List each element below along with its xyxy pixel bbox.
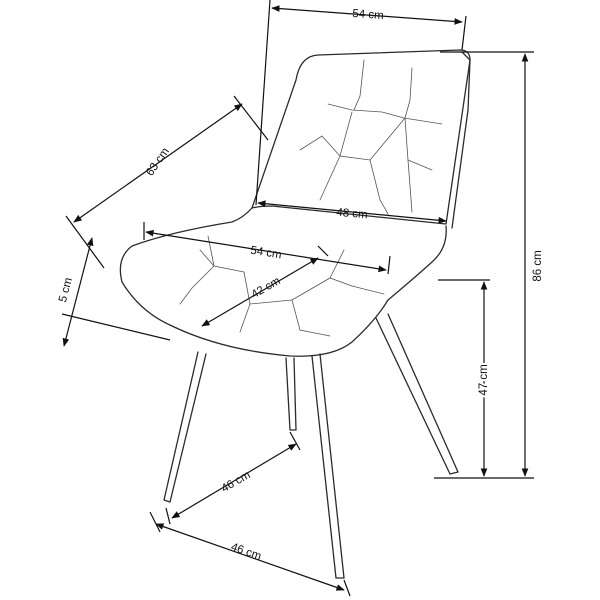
dimension-annotations: 54 cm 63 cm 48 cm 54 cm 42 cm: [57, 0, 544, 597]
dim-leg-span-side: 46 cm: [165, 431, 301, 525]
dim-overall-height: 86 cm: [434, 51, 544, 479]
label-inner-back-width: 48 cm: [336, 207, 368, 222]
label-seat-height: 47 cm: [478, 364, 490, 395]
backrest-tufting: [299, 59, 443, 215]
backrest-side-edge: [451, 51, 471, 229]
label-leg-span-side: 46 cm: [219, 469, 252, 495]
label-seat-width: 54 cm: [250, 245, 283, 262]
label-seat-depth: 42 cm: [249, 275, 282, 301]
dim-backrest-width: 54 cm: [255, 0, 467, 206]
dim-leg-span-front: 46 cm: [149, 511, 351, 597]
dim-seat-width: 54 cm: [143, 222, 391, 275]
label-leg-span-front: 46 cm: [229, 541, 263, 563]
dim-overall-depth: 63 cm: [65, 95, 269, 269]
chair-legs: [163, 313, 459, 579]
dim-inner-back-width: 48 cm: [257, 200, 447, 224]
dim-seat-thickness: 5 cm: [57, 237, 171, 347]
dim-seat-height: 47 cm: [438, 279, 492, 477]
label-seat-thickness: 5 cm: [57, 276, 75, 303]
label-overall-height: 86 cm: [532, 250, 544, 281]
label-backrest-width: 54 cm: [352, 8, 384, 22]
chair-illustration: [119, 49, 471, 579]
backrest-outline: [251, 49, 471, 225]
label-overall-depth: 63 cm: [144, 146, 172, 179]
